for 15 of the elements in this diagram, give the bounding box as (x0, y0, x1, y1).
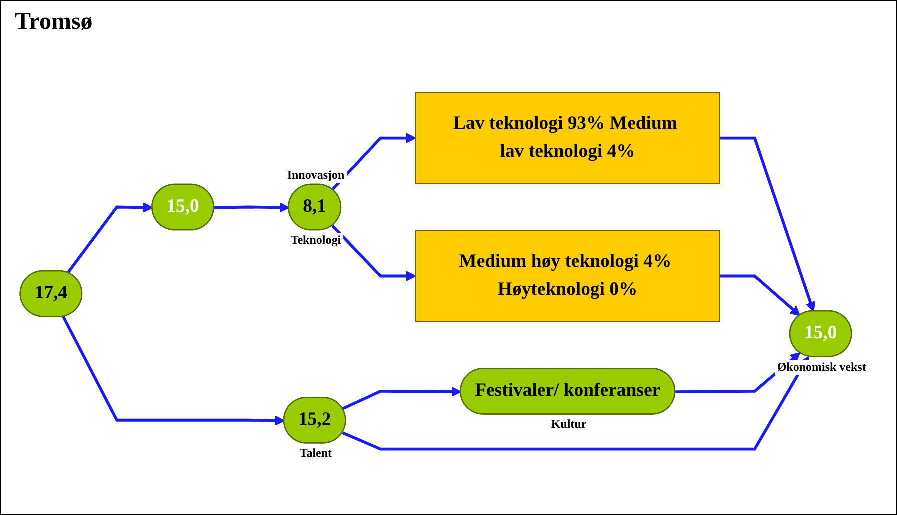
node-box: Lav teknologi 93% Medium lav teknologi 4% (415, 92, 720, 184)
arrow (342, 356, 810, 451)
title: Tromsø (15, 9, 93, 36)
arrow (720, 136, 816, 312)
arrow (332, 224, 416, 282)
arrow (214, 202, 290, 213)
arrow (342, 386, 462, 410)
arrow (62, 316, 286, 426)
node-box: Medium høy teknologi 4% Høyteknologi 0% (415, 230, 720, 322)
arrow (720, 274, 801, 316)
node-caption: Innovasjon (285, 168, 347, 184)
arrow (332, 133, 416, 191)
arrow (66, 202, 154, 274)
node-caption: Økonomisk vekst (775, 360, 868, 375)
node-caption: Teknologi (288, 233, 344, 248)
